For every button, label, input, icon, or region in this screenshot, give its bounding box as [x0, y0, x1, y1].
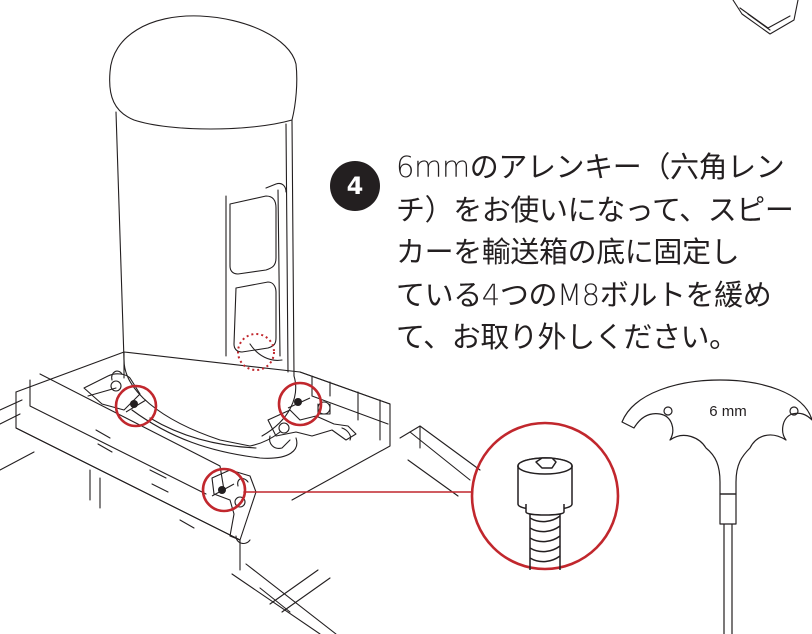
- allen-key-icon: 6 mm: [621, 379, 812, 634]
- step-number-badge: 4: [330, 161, 380, 211]
- instruction-line: て、お取り外しください。: [396, 320, 738, 354]
- speaker-body: [109, 15, 298, 459]
- mounting-brackets: [83, 370, 357, 545]
- packaging-corner-icon: [732, 0, 799, 35]
- bolt-detail-icon: [470, 421, 620, 571]
- instruction-line: カーを輸送箱の底に固定し: [396, 235, 740, 269]
- red-highlight-circle: [277, 381, 323, 427]
- wrench-size-label: 6 mm: [709, 403, 747, 420]
- dotted-highlight-circle: [237, 333, 275, 371]
- instruction-line: 6mmのアレンキー（六角レン: [396, 150, 785, 184]
- socket-bolt-detail: [517, 457, 573, 570]
- instruction-line: ている4つのM8ボルトを緩め: [396, 277, 772, 312]
- red-highlight-circle: [114, 384, 158, 428]
- instruction-line: チ）をお使いになって、スピー: [396, 192, 794, 227]
- shipping-crate-base: [0, 351, 481, 634]
- red-highlight-circle: [201, 467, 247, 513]
- step-instruction-text: 6mmのアレンキー（六角レン チ）をお使いになって、スピー カーを輸送箱の底に固…: [396, 146, 794, 359]
